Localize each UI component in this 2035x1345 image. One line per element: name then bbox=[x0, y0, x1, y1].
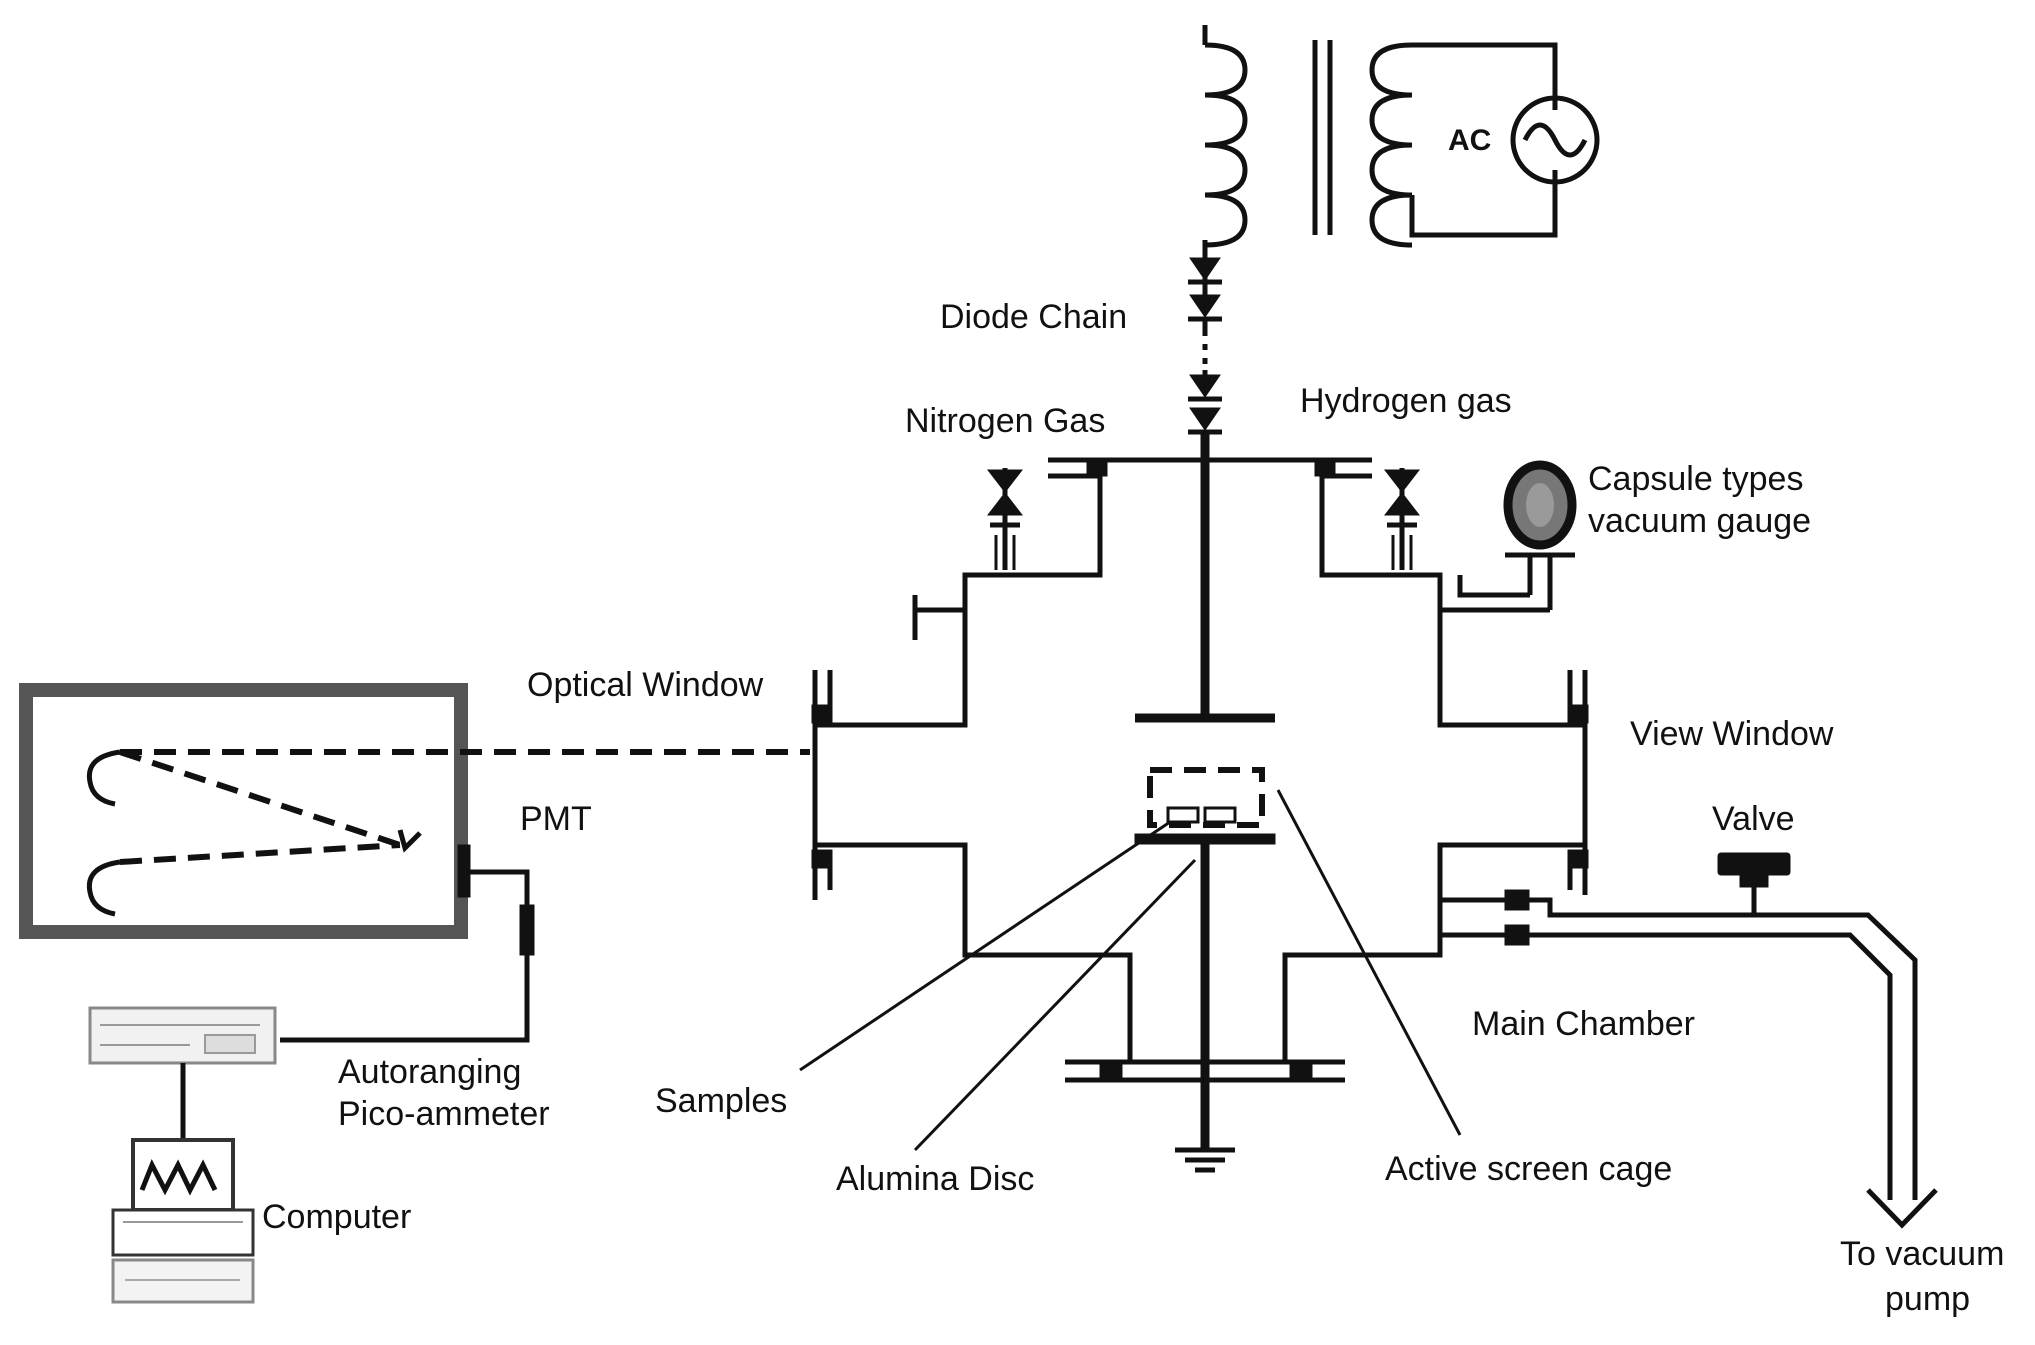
diode-chain bbox=[1188, 255, 1222, 435]
main-chamber bbox=[811, 476, 1589, 1083]
picoammeter-icon bbox=[88, 1006, 277, 1065]
computer-icon bbox=[111, 1138, 255, 1304]
active-screen-cage bbox=[1147, 767, 1265, 828]
diode-chain-label: Diode Chain bbox=[940, 298, 1127, 336]
ac-sine-icon bbox=[1510, 95, 1600, 185]
samples-label: Samples bbox=[655, 1082, 787, 1120]
hydrogen-gas-label: Hydrogen gas bbox=[1300, 382, 1512, 420]
ac-label: AC bbox=[1448, 124, 1491, 157]
diode-icon bbox=[1188, 294, 1222, 330]
diode-icon bbox=[1188, 370, 1222, 402]
active-screen-cage-label: Active screen cage bbox=[1385, 1150, 1672, 1188]
needle-valve-icon bbox=[1383, 468, 1421, 570]
vacuum-gauge-icon bbox=[1440, 460, 1577, 613]
pmt-label: PMT bbox=[520, 800, 592, 838]
needle-valve-icon bbox=[986, 468, 1024, 570]
nitrogen-gas-label: Nitrogen Gas bbox=[905, 402, 1105, 440]
capsule-gauge-label-line1: Capsule types bbox=[1588, 460, 1803, 498]
transformer-icon bbox=[1202, 25, 1558, 248]
diode-icon bbox=[1188, 407, 1222, 435]
valve-label: Valve bbox=[1712, 800, 1795, 838]
vacuum-pump-label-line2: pump bbox=[1885, 1280, 1970, 1318]
sample bbox=[1166, 806, 1200, 824]
valve-icon bbox=[1717, 852, 1791, 915]
picoammeter-label-line2: Pico-ammeter bbox=[338, 1095, 550, 1133]
main-chamber-label: Main Chamber bbox=[1472, 1005, 1695, 1043]
computer-label: Computer bbox=[262, 1198, 411, 1236]
vacuum-pump-label-line1: To vacuum bbox=[1840, 1235, 2004, 1273]
vacuum-pump-line bbox=[1440, 889, 1938, 1229]
diode-icon bbox=[1188, 255, 1222, 300]
ground-icon bbox=[1175, 1147, 1235, 1173]
sample bbox=[1203, 806, 1237, 824]
alumina-disc-label: Alumina Disc bbox=[836, 1160, 1034, 1198]
optical-window-label: Optical Window bbox=[527, 666, 764, 704]
photomultiplier-icon bbox=[19, 683, 810, 939]
picoammeter-label-line1: Autoranging bbox=[338, 1053, 521, 1091]
view-window-label: View Window bbox=[1630, 715, 1834, 753]
capsule-gauge-label-line2: vacuum gauge bbox=[1588, 502, 1811, 540]
